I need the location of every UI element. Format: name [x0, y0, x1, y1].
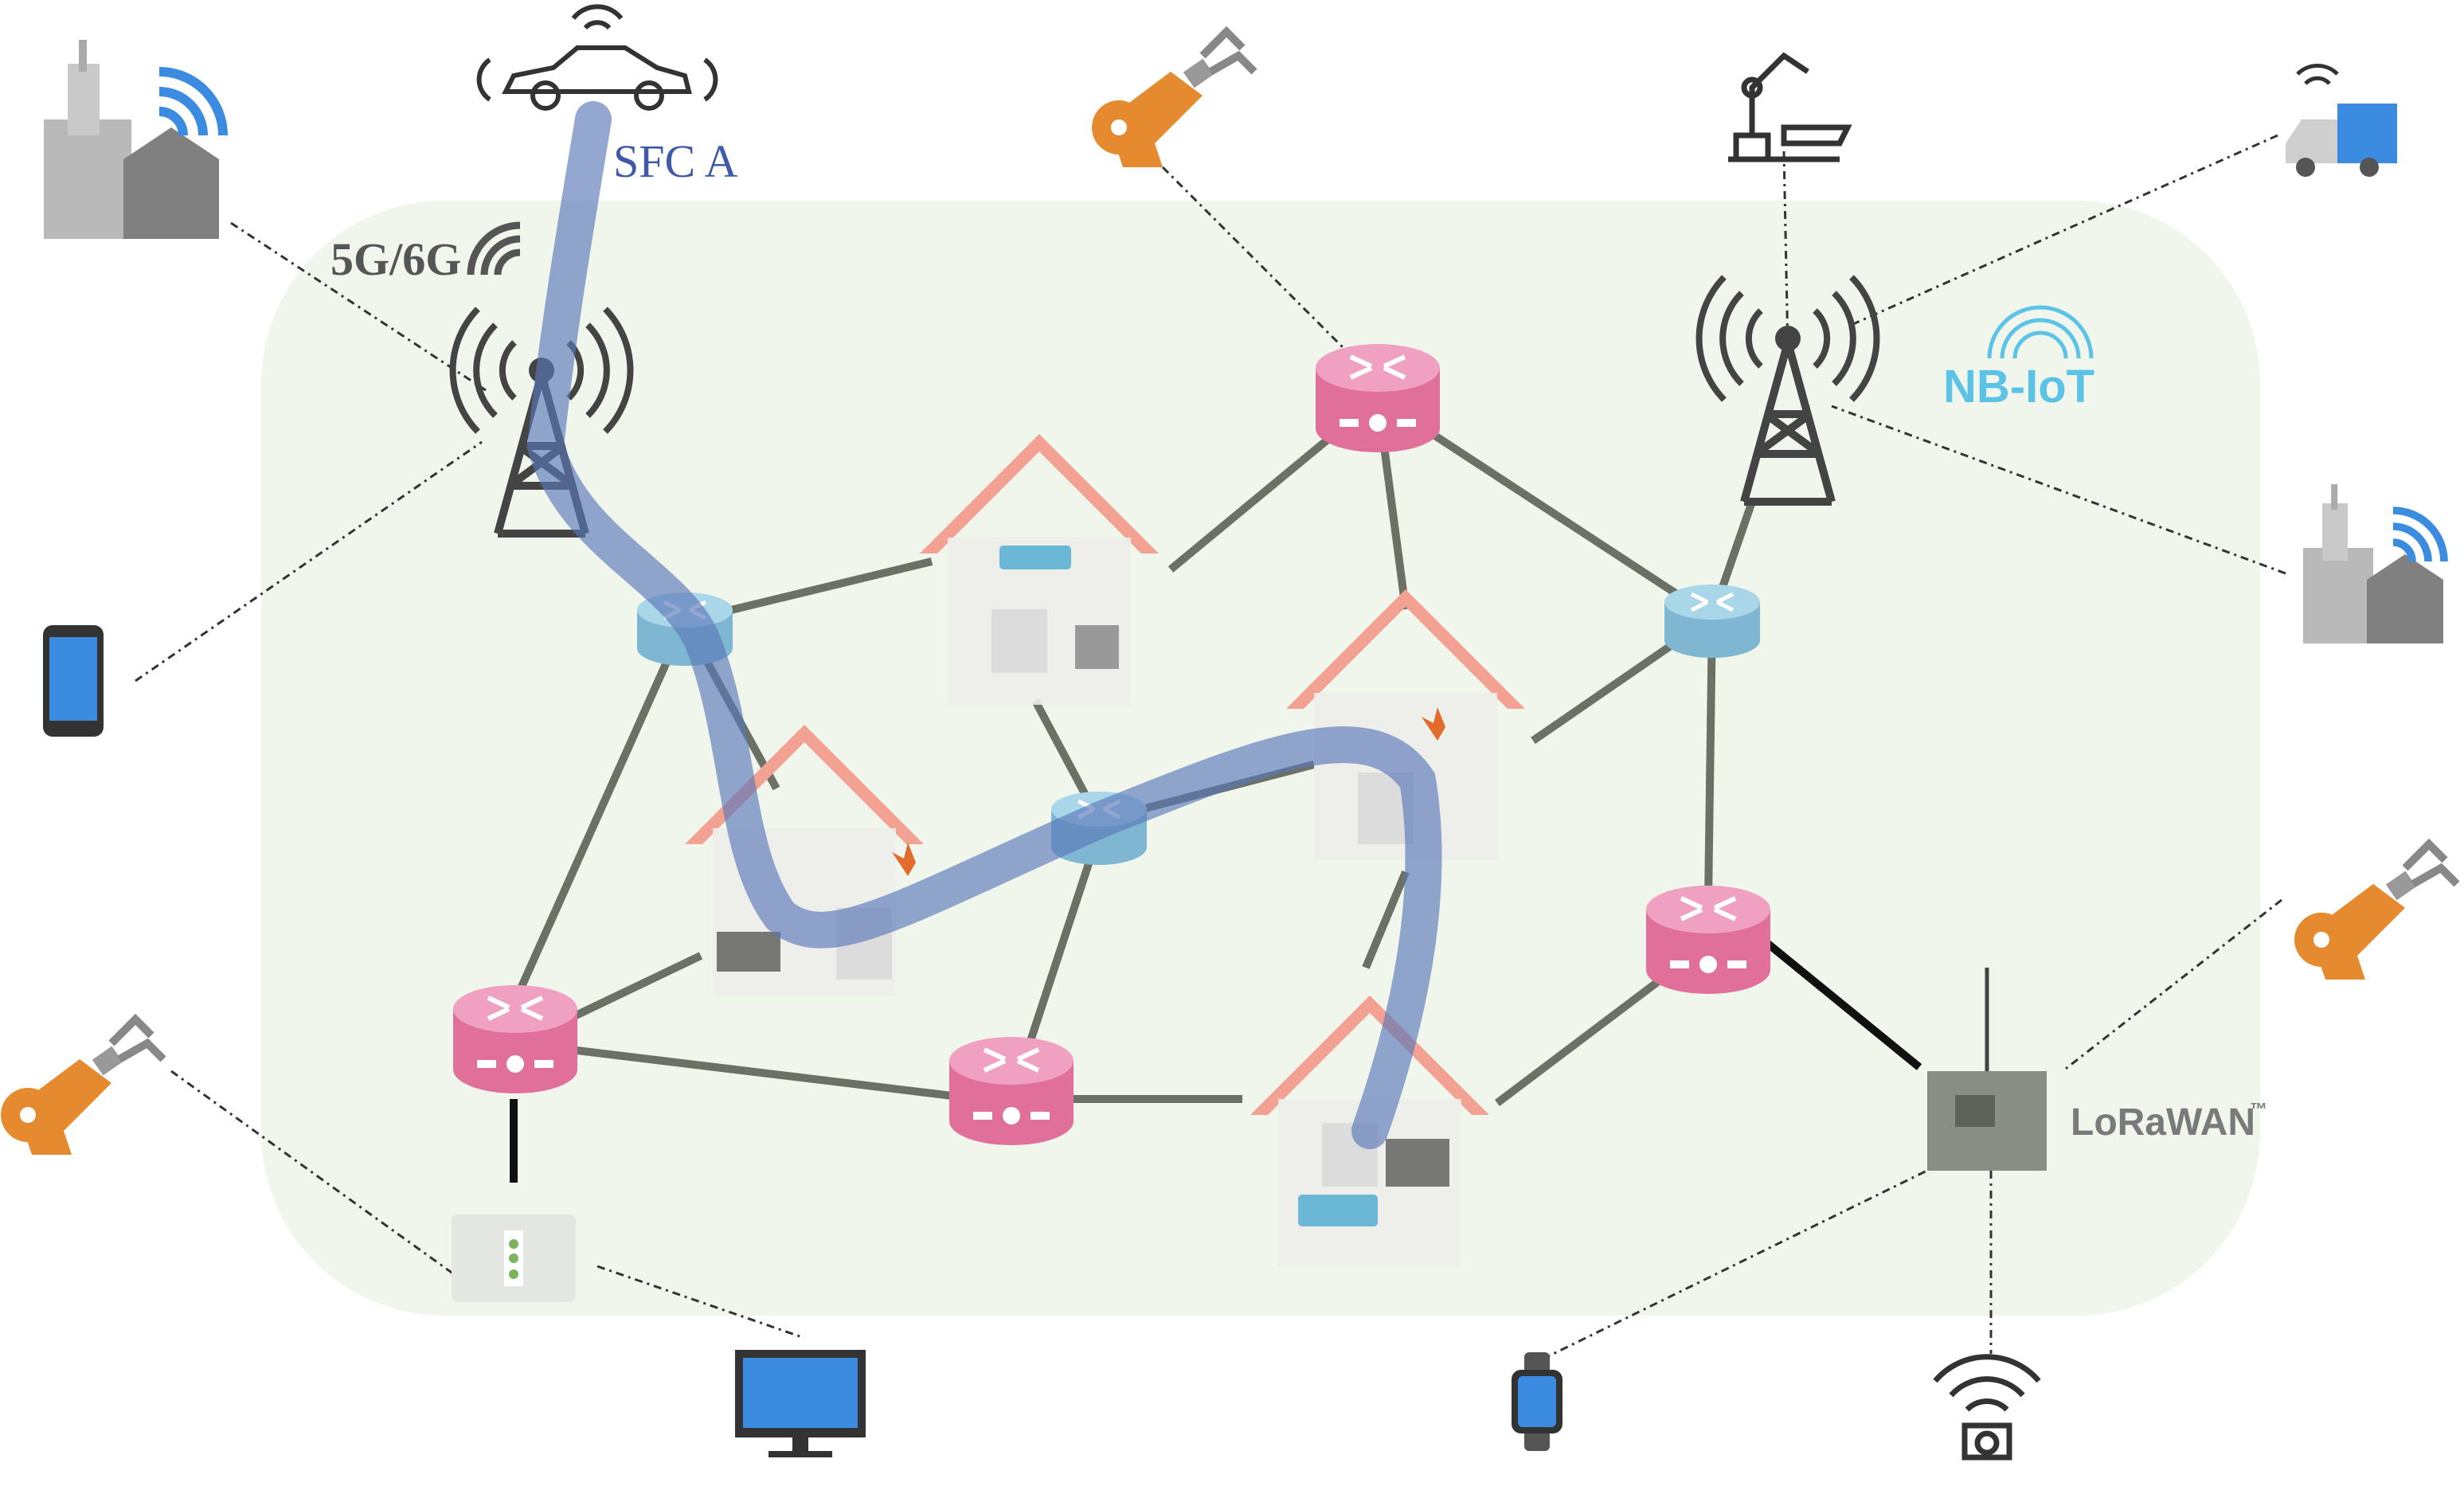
router-pink-top	[1316, 344, 1440, 452]
nb-iot-label: NB-IoT	[1943, 361, 2094, 413]
server-icon	[452, 1214, 576, 1302]
monitor-icon	[735, 1350, 866, 1457]
robot-arm-icon	[2294, 844, 2457, 980]
robot-arm-icon	[1, 1019, 163, 1155]
lorawan-tm: ™	[2250, 1099, 2267, 1119]
sfc-label: SFC A	[613, 135, 737, 187]
router-pink-right	[1646, 886, 1770, 994]
tech-5g-label: 5G/6G	[330, 233, 461, 285]
router-pink-left	[453, 985, 577, 1093]
edge-node-house-bottom	[1250, 995, 1489, 1266]
lorawan-label: LoRaWAN	[2071, 1101, 2255, 1144]
car-icon	[476, 4, 718, 111]
wireless-links	[135, 134, 2286, 1363]
signal-nbiot-icon	[1987, 305, 2094, 359]
industrial-robot-icon	[1728, 52, 1852, 162]
wifi-icon	[159, 72, 223, 135]
truck-icon	[2286, 64, 2397, 177]
smartwatch-icon	[1512, 1352, 1562, 1451]
router-pink-bottom	[949, 1037, 1074, 1145]
factory-icon	[2303, 484, 2443, 643]
sfc-path	[526, 101, 1442, 1149]
factory-icon	[44, 40, 219, 239]
signal-5g-icon	[467, 221, 521, 276]
wifi-icon	[2393, 510, 2444, 561]
robot-arm-icon	[1092, 32, 1254, 167]
smartphone-icon	[43, 625, 104, 737]
wired-links	[510, 941, 1922, 1183]
router-blue-right	[1664, 585, 1760, 658]
edge-node-house-top	[920, 434, 1159, 705]
lora-gateway-icon	[1927, 968, 2047, 1171]
camera-icon	[1933, 1354, 2041, 1461]
